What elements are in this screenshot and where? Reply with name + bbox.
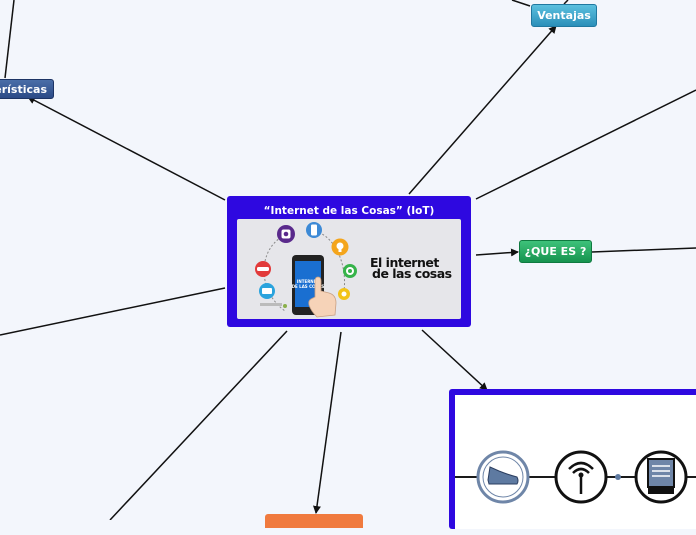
line-to-que-es	[475, 248, 519, 257]
basket-icon	[259, 283, 275, 299]
line-ventajas-top-a	[511, 0, 531, 7]
que-es-label: ¿QUE ES ?	[524, 245, 587, 258]
caracteristicas-label: erísticas	[0, 82, 47, 96]
svg-text:DE LAS COSAS: DE LAS COSAS	[292, 284, 325, 289]
phone-icon	[306, 222, 322, 238]
line-que-es-right	[591, 247, 696, 253]
connection-lines	[0, 0, 696, 520]
line-to-bottom-image	[421, 329, 488, 391]
bulb-icon	[331, 238, 349, 256]
camera-icon	[277, 225, 295, 243]
line-bottom-left	[109, 330, 288, 520]
bottom-image-node[interactable]	[449, 389, 696, 529]
hand-icon	[338, 288, 350, 300]
wifi-icon	[554, 450, 608, 504]
iot-text: El internet de las cosas	[370, 255, 460, 281]
target-icon	[343, 264, 357, 278]
bottom-orange-node[interactable]	[265, 514, 363, 528]
central-topic-image: INTERNET DE LAS COSAS El internet de las…	[237, 219, 461, 319]
que-es-node[interactable]: ¿QUE ES ?	[519, 240, 592, 263]
ventajas-label: Ventajas	[537, 9, 591, 22]
car-icon	[255, 261, 271, 277]
hand-pointer-icon	[308, 276, 337, 318]
central-topic-node[interactable]: “Internet de las Cosas” (IoT)	[227, 196, 471, 327]
central-topic-title: “Internet de las Cosas” (IoT)	[263, 205, 435, 217]
svg-text:INTERNET: INTERNET	[297, 279, 319, 284]
line-top-right	[475, 89, 696, 200]
bottom-image-content	[455, 395, 696, 529]
line-top-left	[4, 0, 15, 79]
line-left	[0, 287, 226, 336]
ventajas-node[interactable]: Ventajas	[531, 4, 597, 27]
line-to-caracteristicas	[27, 96, 226, 201]
iot-text-line1: El internet	[370, 255, 439, 270]
line-to-bottom	[312, 331, 342, 514]
shoe-icon	[476, 450, 530, 504]
document-icon	[634, 450, 688, 504]
iot-text-line2: de las cosas	[372, 266, 452, 281]
line-ventajas-top-b	[563, 0, 569, 5]
line-to-ventajas	[408, 25, 557, 195]
caracteristicas-node[interactable]: erísticas	[0, 79, 54, 99]
